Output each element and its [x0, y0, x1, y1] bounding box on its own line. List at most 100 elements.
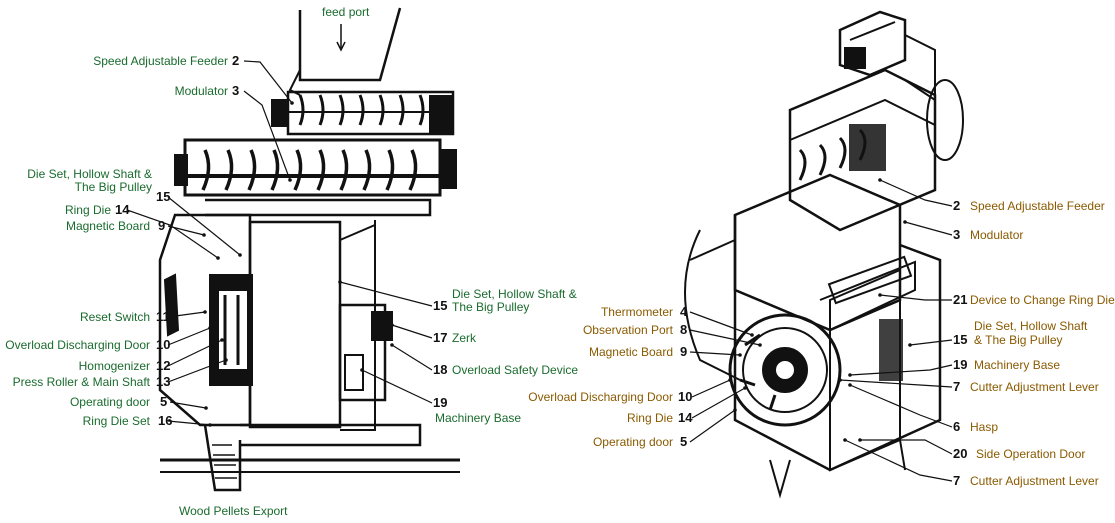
- leader-line: [689, 409, 736, 443]
- leader-dot: [738, 353, 742, 357]
- callout-number: 9: [680, 344, 687, 359]
- callout-number: 9: [158, 218, 165, 233]
- callout-number: 8: [680, 322, 687, 337]
- callout-number: 15: [433, 298, 447, 313]
- left-machine-drawing: [158, 7, 460, 492]
- feed-port-label: feed port: [322, 5, 370, 19]
- leader-line: [169, 401, 207, 409]
- leader-dot: [848, 383, 852, 387]
- callout-label: The Big Pulley: [452, 300, 529, 314]
- right-callout-magnetic-board: 9 Magnetic Board: [589, 344, 742, 359]
- left-callout-homogenizer: 12 Homogenizer: [79, 338, 224, 373]
- callout-label: Reset Switch: [80, 310, 150, 324]
- callout-label: Side Operation Door: [976, 447, 1085, 461]
- right-callout-ring-die: 14 Ring Die: [627, 386, 747, 425]
- leader-dot: [843, 438, 847, 442]
- callout-label: Speed Adjustable Feeder: [970, 199, 1105, 213]
- callout-label: Zerk: [452, 331, 477, 345]
- leader-line: [167, 225, 205, 236]
- leader-line: [879, 179, 953, 207]
- callout-label: Overload Discharging Door: [528, 390, 673, 404]
- callout-label: Homogenizer: [79, 359, 150, 373]
- callout-number: 5: [160, 394, 167, 409]
- leader-dot: [203, 310, 207, 314]
- leader-line: [689, 351, 741, 356]
- left-callouts: feed port Wood Pellets Export: [179, 5, 370, 518]
- leader-dot: [908, 343, 912, 347]
- leader-dot: [208, 423, 212, 427]
- leader-dot: [878, 178, 882, 182]
- leader-dot: [903, 220, 907, 224]
- leader-line: [849, 364, 953, 376]
- callout-number: 11: [156, 309, 170, 324]
- leader-dot: [360, 368, 364, 372]
- callout-number: 6: [953, 419, 960, 434]
- callout-label: & The Big Pulley: [974, 333, 1063, 347]
- leader-line: [839, 379, 953, 388]
- leader-line: [126, 209, 219, 259]
- leader-line: [391, 324, 433, 339]
- callout-number: 3: [232, 83, 239, 98]
- leader-dot: [202, 233, 206, 237]
- leader-dot: [848, 373, 852, 377]
- leader-line: [361, 369, 433, 404]
- callout-label: Observation Port: [583, 323, 674, 337]
- leader-line: [391, 344, 433, 371]
- left-callout-die-set-right: 15 Die Set, Hollow Shaft &The Big Pulley: [338, 280, 577, 314]
- leader-dot: [216, 256, 220, 260]
- callout-number: 5: [680, 434, 687, 449]
- leader-dot: [208, 326, 212, 330]
- leader-line: [167, 311, 206, 318]
- callout-label: Machinery Base: [435, 411, 521, 425]
- leader-line: [691, 387, 746, 419]
- callout-number: 14: [678, 410, 693, 425]
- callout-label: Overload Discharging Door: [5, 338, 150, 352]
- callout-number: 12: [156, 358, 170, 373]
- leader-line: [689, 311, 753, 336]
- callout-number: 4: [680, 304, 688, 319]
- callout-label: The Big Pulley: [75, 180, 152, 194]
- callout-number: 19: [953, 357, 967, 372]
- wood-pellets-export-label: Wood Pellets Export: [179, 504, 288, 518]
- callout-label: Device to Change Ring Die: [970, 293, 1115, 307]
- callout-label: Die Set, Hollow Shaft &: [452, 287, 577, 301]
- leader-line: [849, 384, 953, 428]
- leader-line: [339, 281, 433, 307]
- callout-label: Modulator: [970, 228, 1023, 242]
- leader-line: [691, 379, 731, 398]
- callout-label: Magnetic Board: [589, 345, 673, 359]
- callout-number: 7: [953, 379, 960, 394]
- leader-dot: [238, 253, 242, 257]
- callout-label: Operating door: [70, 395, 150, 409]
- leader-line: [167, 196, 241, 256]
- leader-dot: [288, 178, 292, 182]
- leader-line: [879, 294, 952, 301]
- callout-label: Ring Die: [627, 411, 673, 425]
- leader-line: [904, 221, 953, 236]
- callout-number: 14: [115, 202, 130, 217]
- leader-line: [909, 339, 953, 346]
- leader-dot: [743, 386, 747, 390]
- callout-number: 10: [678, 389, 692, 404]
- leader-line: [243, 90, 291, 181]
- callout-number: 19: [433, 395, 447, 410]
- leader-line: [167, 339, 223, 367]
- leader-line: [167, 420, 211, 426]
- leader-dot: [204, 406, 208, 410]
